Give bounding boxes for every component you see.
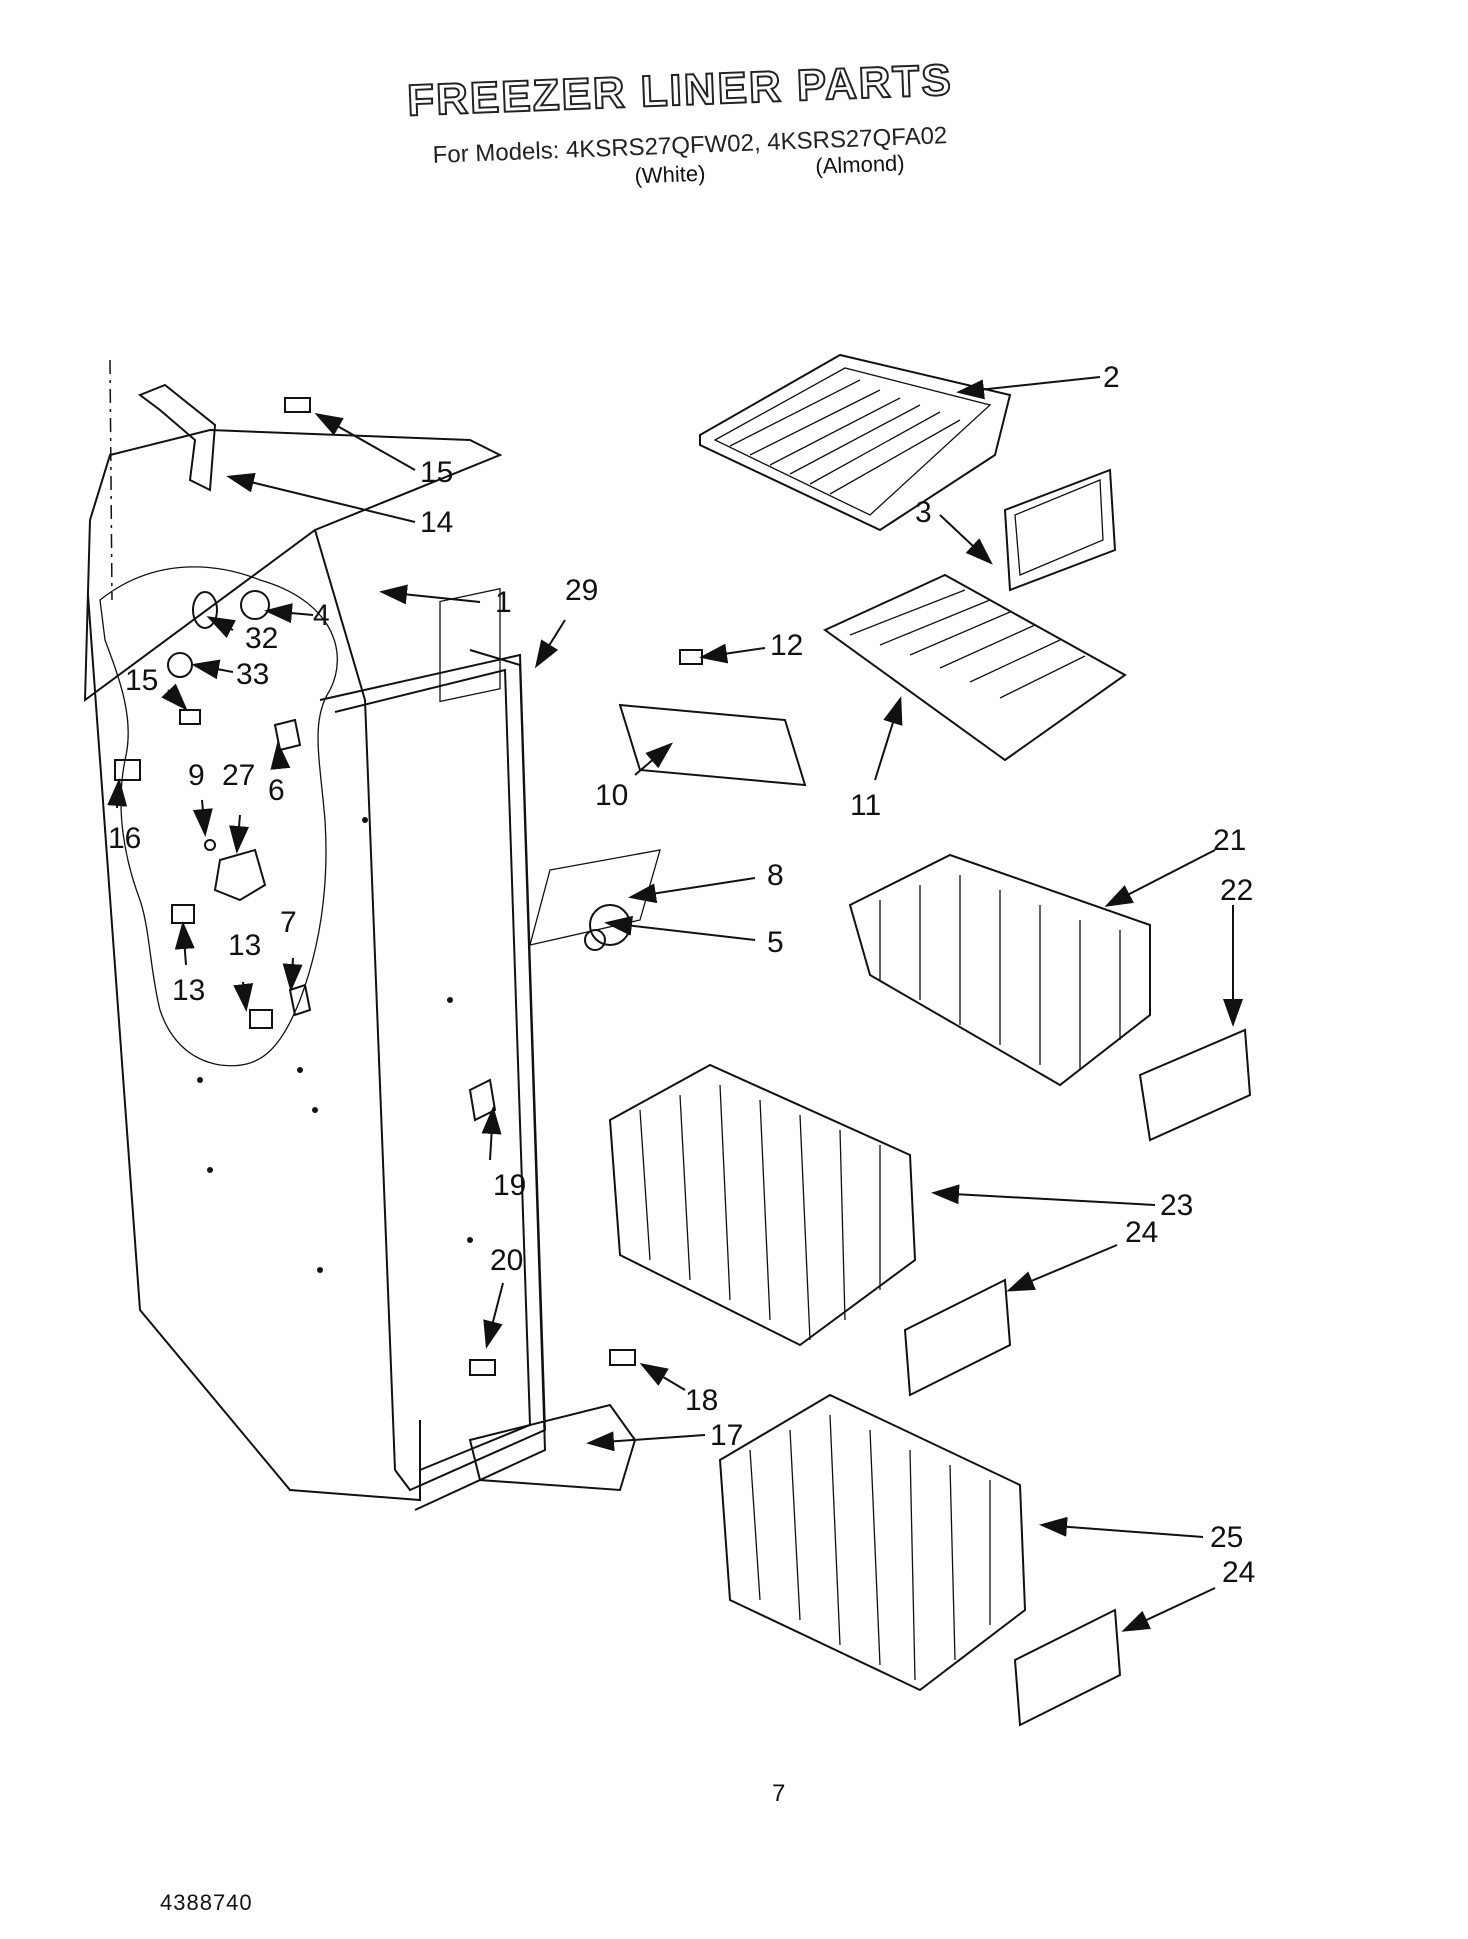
shelf-part-2	[699, 353, 1012, 532]
bracket-part-14	[137, 383, 217, 492]
bulb-part-33	[167, 652, 193, 678]
rail-part-10	[618, 703, 807, 787]
liner-hardware	[114, 383, 807, 1492]
screw-part-13-right	[249, 1009, 273, 1029]
callout-20: 20	[490, 1244, 523, 1277]
glass-part-3-inner	[1014, 479, 1104, 576]
mounting-plate-outline	[529, 849, 661, 946]
callout-27: 27	[222, 759, 255, 792]
callout-5: 5	[767, 926, 784, 959]
glass-part-3	[1003, 468, 1117, 592]
callout-13-right: 13	[228, 929, 261, 962]
screw-part-9	[204, 839, 216, 851]
callout-16: 16	[108, 822, 141, 855]
trim-part-22	[1138, 1028, 1252, 1142]
callout-33: 33	[236, 658, 269, 691]
fastener-part-5	[584, 929, 606, 951]
leader-arrows	[107, 376, 1243, 1632]
clip-part-16	[114, 759, 141, 781]
callout-18: 18	[685, 1384, 718, 1417]
trim-part-24-lower	[1013, 1608, 1122, 1727]
screw-part-15-mid	[179, 709, 201, 725]
callout-10: 10	[595, 779, 628, 812]
callout-12: 12	[770, 629, 803, 662]
callout-25: 25	[1210, 1521, 1243, 1554]
freezer-liner-part	[83, 359, 547, 1511]
callout-11: 11	[850, 789, 881, 822]
callout-32: 32	[245, 622, 278, 655]
callout-24-lower: 24	[1222, 1556, 1255, 1589]
callout-24-upper: 24	[1125, 1216, 1158, 1249]
page-number: 7	[772, 1780, 786, 1807]
callout-6: 6	[268, 774, 285, 807]
basket-part-25	[718, 1393, 1027, 1692]
screw-part-18	[609, 1349, 636, 1366]
callout-7: 7	[280, 906, 297, 939]
document-number: 4388740	[160, 1890, 253, 1915]
clip-part-19	[468, 1078, 497, 1122]
callout-14: 14	[420, 506, 453, 539]
callout-2: 2	[1103, 361, 1120, 394]
callout-8: 8	[767, 859, 784, 892]
callout-15-mid: 15	[125, 664, 158, 697]
screw-part-15-top	[284, 397, 311, 413]
callout-21: 21	[1213, 824, 1246, 857]
screw-part-12	[679, 649, 703, 665]
wire-shelf-part-11	[823, 573, 1127, 762]
callout-17: 17	[710, 1419, 743, 1452]
callout-23: 23	[1160, 1189, 1193, 1222]
screw-part-13-left	[171, 904, 195, 924]
callout-3: 3	[915, 496, 932, 529]
callout-15-top: 15	[420, 456, 453, 489]
callout-4: 4	[313, 599, 330, 632]
housing-part-27	[213, 848, 267, 902]
callout-19: 19	[493, 1169, 526, 1202]
trim-part-24-upper	[903, 1278, 1012, 1397]
callout-1: 1	[495, 586, 512, 619]
callout-labels: 2 3 15 14 1 29 4 32 33 15 6 16 9 27 7 13…	[108, 361, 1255, 1589]
screw-part-20	[469, 1359, 496, 1376]
cover-part-17	[468, 1403, 637, 1492]
callout-22: 22	[1220, 874, 1253, 907]
knob-part-4	[240, 590, 270, 620]
basket-part-23	[608, 1063, 917, 1347]
callout-13-left: 13	[172, 974, 205, 1007]
callout-29: 29	[565, 574, 598, 607]
callout-9: 9	[188, 759, 205, 792]
basket-part-21	[848, 853, 1151, 1087]
bracket-part-32	[192, 591, 218, 629]
